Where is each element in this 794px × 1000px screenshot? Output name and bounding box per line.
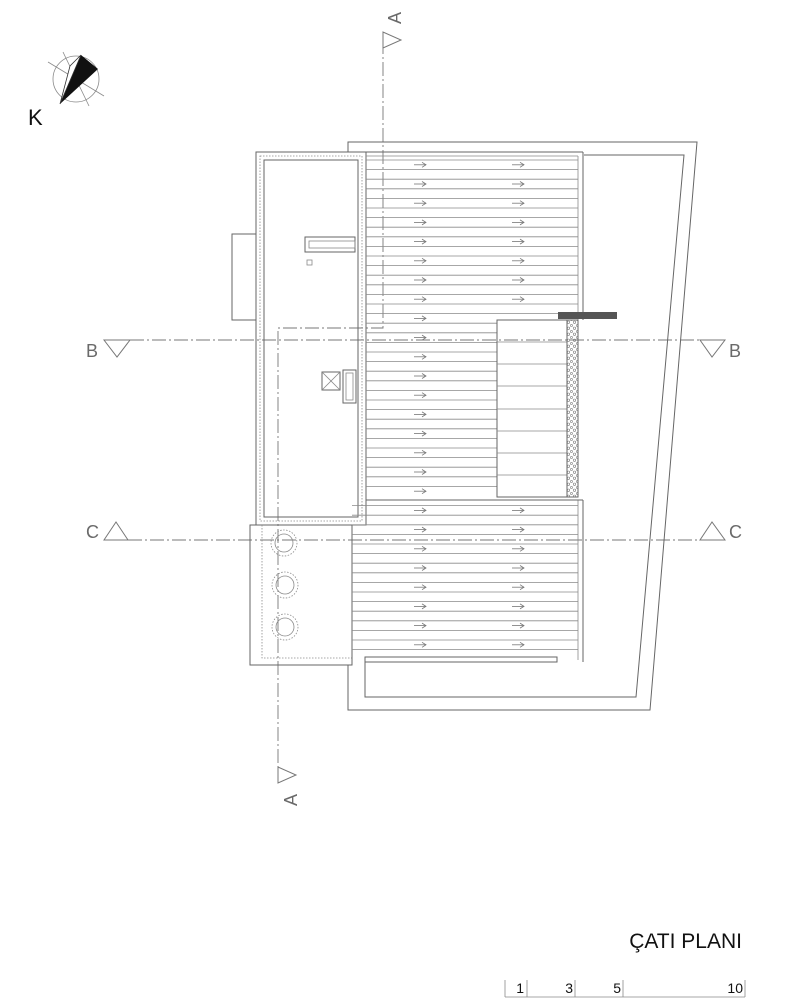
steel-beam <box>558 312 617 319</box>
slope-arrow-icon <box>512 507 525 514</box>
slope-arrow-icon <box>414 526 427 533</box>
section-line-c: C C <box>86 521 742 542</box>
slope-arrow-icon <box>512 622 525 629</box>
slope-arrow-icon <box>414 161 427 168</box>
upper-volume <box>231 151 367 526</box>
roof-hatch-inner <box>345 372 354 401</box>
slope-arrow-icon <box>512 257 525 264</box>
slope-arrow-icon <box>512 545 525 552</box>
side-projection <box>231 233 257 321</box>
slope-arrow-icon <box>414 392 427 399</box>
section-c-right-marker-icon <box>699 521 726 541</box>
north-label: K <box>28 105 43 130</box>
slope-arrow-icon <box>414 238 427 245</box>
slope-arrow-icon <box>414 411 427 418</box>
section-c-right-label: C <box>729 522 742 542</box>
scale-bar-label: 10 <box>727 980 743 996</box>
deck-bottom-plank <box>364 656 558 663</box>
slope-arrow-icon <box>414 584 427 591</box>
slope-arrow-icon <box>512 526 525 533</box>
planter-icon <box>271 613 299 641</box>
section-b-right-marker-icon <box>699 339 727 358</box>
slope-arrow-icon <box>414 181 427 187</box>
slope-arrow-icon <box>414 469 427 475</box>
slope-arrow-icon <box>512 181 525 187</box>
section-b-left-label: B <box>86 341 98 361</box>
section-a-top-label: A <box>385 12 405 24</box>
scale-bar: 1 3 5 10 <box>504 980 746 998</box>
north-arrow: K <box>28 51 105 130</box>
section-b-left-marker-icon <box>102 339 132 358</box>
slope-arrow-icon <box>414 449 427 456</box>
slope-arrow-icon <box>414 257 427 264</box>
planter-icon <box>271 571 299 599</box>
slope-arrow-icon <box>512 584 525 591</box>
roof-parapet <box>347 141 698 711</box>
north-arrow-needle-outline <box>59 54 82 105</box>
slope-arrow-icon <box>414 373 427 379</box>
deck-slats <box>352 159 578 650</box>
slope-arrow-icon <box>414 219 427 226</box>
upper-volume-parapet-inner <box>263 159 359 518</box>
planter-icon <box>270 529 298 557</box>
drawing-title: ÇATI PLANI <box>629 930 742 953</box>
slope-arrow-icon <box>414 277 427 283</box>
section-a-top-marker-icon <box>382 31 403 49</box>
slope-arrow-icon <box>414 641 427 648</box>
north-arrow-circle <box>52 55 100 103</box>
planter-terrace <box>249 524 353 666</box>
terrace-outline <box>249 524 353 666</box>
slope-arrow-icon <box>512 277 525 283</box>
slope-arrow-icon <box>512 219 525 226</box>
slope-arrow-icon <box>414 565 427 571</box>
skylight-strip-inner <box>308 240 356 249</box>
slope-arrow-icon <box>512 603 525 610</box>
slope-arrow-icon <box>512 296 525 303</box>
section-c-left-marker-icon <box>103 521 129 541</box>
vent-small <box>306 259 313 266</box>
terrace-inner-edge <box>261 525 352 659</box>
slope-arrow-icon <box>414 353 427 360</box>
slope-arrow-icon <box>414 315 427 322</box>
slope-arrow-icon <box>414 200 427 207</box>
section-line-a: A A <box>277 12 405 806</box>
roof-deck <box>351 151 584 665</box>
slope-arrows <box>414 161 525 648</box>
section-line-b: B B <box>86 339 741 361</box>
slope-arrow-icon <box>414 334 427 341</box>
slope-arrow-icon <box>414 507 427 514</box>
slope-arrow-icon <box>414 603 427 610</box>
north-arrow-needle-icon <box>60 55 98 104</box>
skylight-strip <box>304 236 356 253</box>
scale-bar-label: 5 <box>613 980 621 996</box>
slope-arrow-icon <box>414 430 427 437</box>
parapet-inner-edge <box>364 154 685 698</box>
light-well-frame <box>496 319 568 498</box>
light-well-divisions <box>497 341 567 476</box>
slope-arrow-icon <box>414 622 427 629</box>
upper-volume-outer-wall <box>255 151 367 526</box>
scale-bar-label: 3 <box>565 980 573 996</box>
upper-volume-wall-inner <box>259 155 363 522</box>
parapet-outer-edge <box>347 141 698 711</box>
section-a-bottom-label: A <box>281 794 301 806</box>
light-well <box>496 312 617 498</box>
slope-arrow-icon <box>512 161 525 168</box>
section-a-bottom-marker-icon <box>277 766 298 784</box>
chimney-icon <box>321 371 341 391</box>
slope-arrow-icon <box>512 565 525 571</box>
roof-hatch <box>342 369 357 404</box>
slope-arrow-icon <box>414 545 427 552</box>
slope-arrow-icon <box>512 238 525 245</box>
slope-arrow-icon <box>512 641 525 648</box>
slope-arrow-icon <box>414 296 427 303</box>
gravel-strip <box>566 319 579 498</box>
section-a-cut-line <box>277 40 384 775</box>
slope-arrow-icon <box>512 200 525 207</box>
scale-bar-label: 1 <box>516 980 524 996</box>
slope-arrow-icon <box>414 488 427 495</box>
section-c-left-label: C <box>86 522 99 542</box>
section-b-right-label: B <box>729 341 741 361</box>
